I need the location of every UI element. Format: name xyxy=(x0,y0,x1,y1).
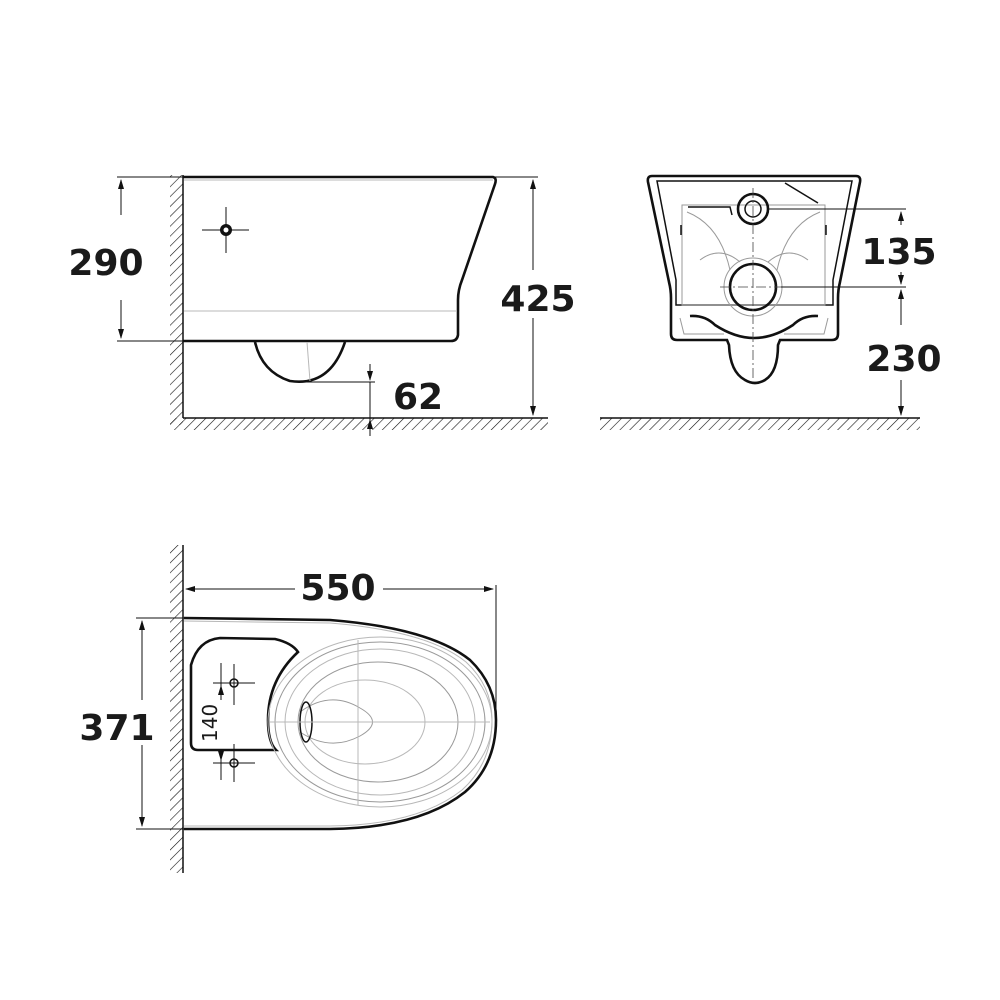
bolt-icon-upper xyxy=(213,664,255,705)
fixing-point-icon xyxy=(202,207,249,253)
floor-hatch xyxy=(170,418,548,430)
tank-pad xyxy=(189,636,300,752)
dim-label-550: 550 xyxy=(300,568,375,609)
dim-label-371: 371 xyxy=(79,708,154,749)
dim-label-230: 230 xyxy=(866,339,941,380)
floor-hatch-front xyxy=(600,418,920,430)
toilet-body-front xyxy=(646,174,862,385)
side-view: 290 425 62 xyxy=(68,175,576,436)
top-view: 140 550 371 xyxy=(79,545,498,873)
wall-hatch xyxy=(170,175,183,425)
toilet-body-side xyxy=(183,175,497,343)
dim-label-290: 290 xyxy=(68,243,143,284)
front-view: 135 230 xyxy=(600,174,942,430)
bolt-icon-lower xyxy=(213,744,255,782)
dim-label-140: 140 xyxy=(198,704,222,742)
dim-label-62: 62 xyxy=(393,377,443,418)
toilet-body-top xyxy=(183,616,498,831)
dim-label-425: 425 xyxy=(500,279,575,320)
dim-label-135: 135 xyxy=(861,232,936,273)
wall-hatch-top xyxy=(170,545,183,873)
